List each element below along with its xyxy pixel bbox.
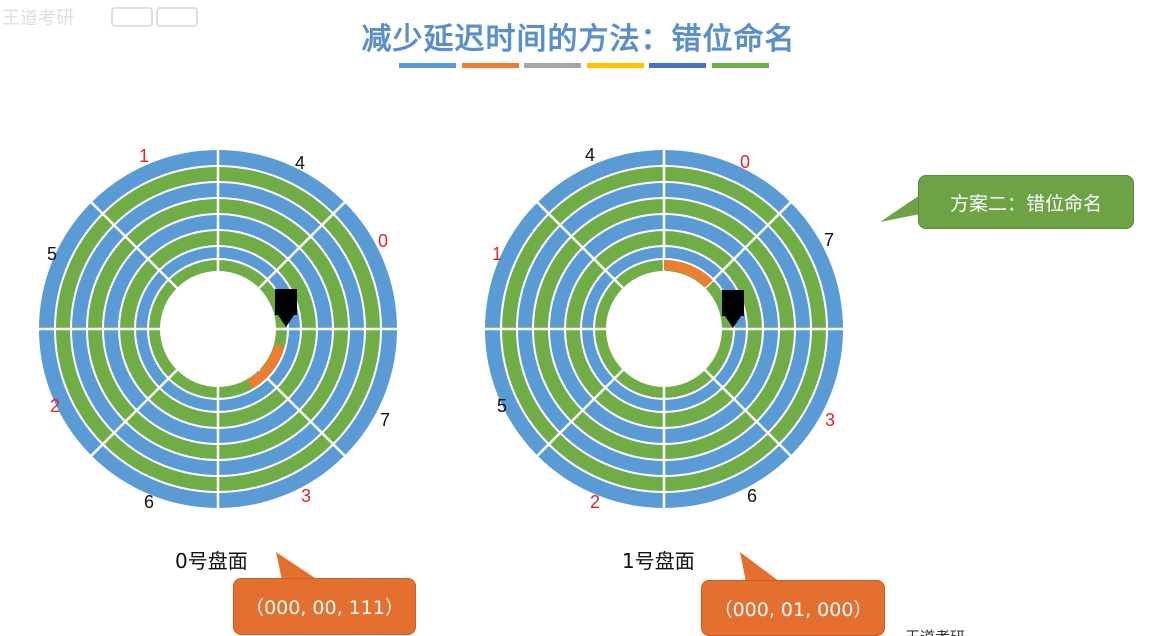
disk0-sector-label: 4	[295, 153, 306, 173]
disk0-address-callout-tail	[276, 552, 318, 580]
watermark-logo: 王道考研	[2, 7, 198, 29]
disk0-address-callout: （000, 00, 111）	[233, 578, 416, 635]
disk1-address-callout: （000, 01, 000）	[701, 580, 885, 636]
scheme-callout-text: 方案二：错位命名	[949, 192, 1102, 215]
read-head-icon	[275, 289, 297, 327]
sector-divider	[534, 199, 624, 289]
sector-divider	[534, 369, 624, 459]
current-sector-highlight	[663, 260, 713, 288]
sector-divider	[704, 199, 794, 289]
read-head-icon	[722, 290, 744, 328]
sector-divider	[88, 369, 178, 459]
disk0-label: 0号盘面	[175, 549, 248, 573]
disk-hub	[606, 271, 722, 387]
disk1-sector-label: 6	[747, 486, 758, 506]
title-bar-segment	[711, 63, 769, 68]
scheme-callout-tail	[880, 195, 920, 222]
disk1-sector-label: 4	[585, 145, 596, 165]
disk-hub	[160, 271, 276, 387]
disk0-sector-label: 0	[378, 231, 389, 251]
sector-divider	[258, 199, 348, 289]
disk0-sector-label: 6	[144, 492, 155, 512]
disk1-sector-label: 0	[740, 152, 751, 172]
disk1-sector-label: 1	[492, 244, 503, 264]
disk1-sector-label: 5	[497, 396, 508, 416]
disk0-sector-label: 2	[50, 396, 61, 416]
disk1-address-callout-tail	[740, 552, 780, 582]
watermark-text: 王道考研	[2, 8, 74, 29]
disk1-sector-label: 3	[825, 410, 836, 430]
sector-divider	[258, 369, 348, 459]
title-bar-segment	[649, 63, 706, 68]
footer-partial-text: 王道考研	[905, 626, 965, 636]
disk1	[482, 147, 846, 511]
disk0-sector-label: 7	[380, 410, 391, 430]
title-bar-segment	[461, 63, 519, 68]
title-bar-segment	[586, 63, 644, 68]
page-title: 减少延迟时间的方法：错位命名	[361, 22, 796, 57]
disk0-sector-label: 3	[301, 486, 312, 506]
scheme-callout: 方案二：错位命名	[918, 175, 1134, 229]
sector-divider	[88, 199, 178, 289]
disk0-address-text: （000, 00, 111）	[245, 597, 404, 619]
sector-divider	[704, 369, 794, 459]
disk1-sector-label: 7	[824, 230, 835, 250]
current-sector-highlight	[247, 344, 285, 389]
disk1-address-text: （000, 01, 000）	[713, 598, 873, 621]
disk0-sector-label: 1	[139, 146, 150, 166]
title-bar-segment	[399, 63, 456, 68]
disk1-label: 1号盘面	[622, 549, 695, 573]
disk0	[36, 147, 400, 511]
disk1-sector-label: 2	[590, 492, 601, 512]
title-bar-segment	[524, 63, 581, 68]
disk0-sector-label: 5	[47, 244, 58, 264]
